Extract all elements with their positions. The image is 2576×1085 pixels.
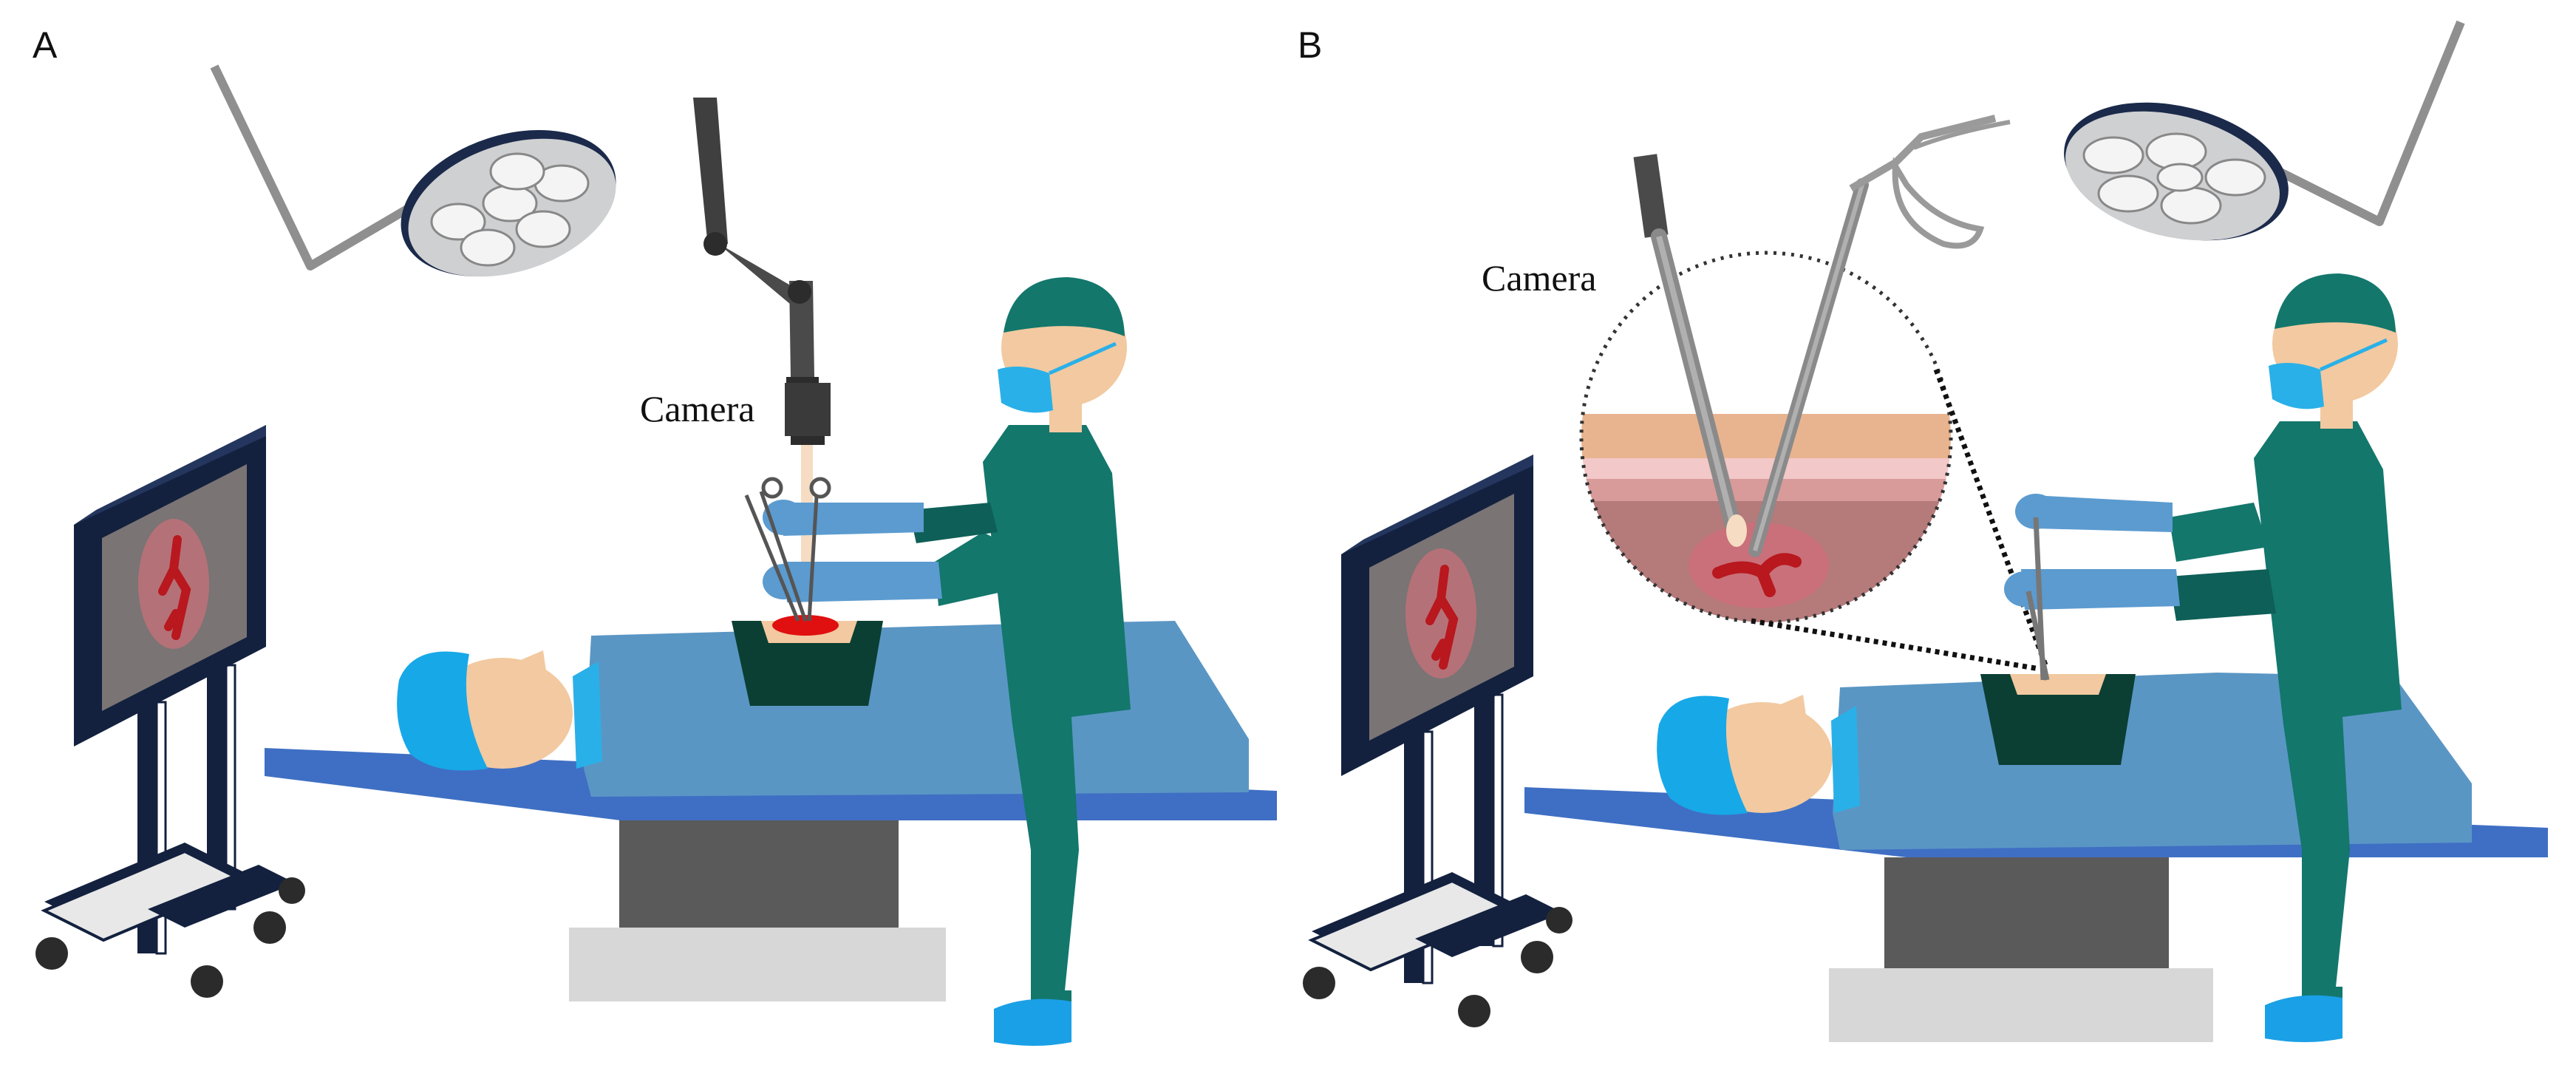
monitor-icon xyxy=(35,425,305,998)
forceps-icon xyxy=(1748,115,2011,557)
surgical-instruments-a xyxy=(744,477,831,622)
panel-b: B xyxy=(1298,20,2548,1042)
panel-b-letter: B xyxy=(1298,24,1322,66)
camera-label-a: Camera xyxy=(640,388,754,429)
surgical-lamp-icon xyxy=(210,64,616,277)
panel-a: A Camera xyxy=(33,24,1277,1046)
monitor-icon xyxy=(1303,455,1572,1027)
zoomed-view-circle xyxy=(1579,251,2050,672)
camera-label-b: Camera xyxy=(1482,257,1596,299)
exoscope-arm-icon xyxy=(693,98,831,600)
panel-a-letter: A xyxy=(33,24,58,66)
endoscope-icon xyxy=(1633,154,1747,547)
surgical-lamp-icon xyxy=(2064,20,2465,241)
surgeon-icon xyxy=(763,277,1131,1046)
surgeon-icon xyxy=(2004,273,2402,1042)
